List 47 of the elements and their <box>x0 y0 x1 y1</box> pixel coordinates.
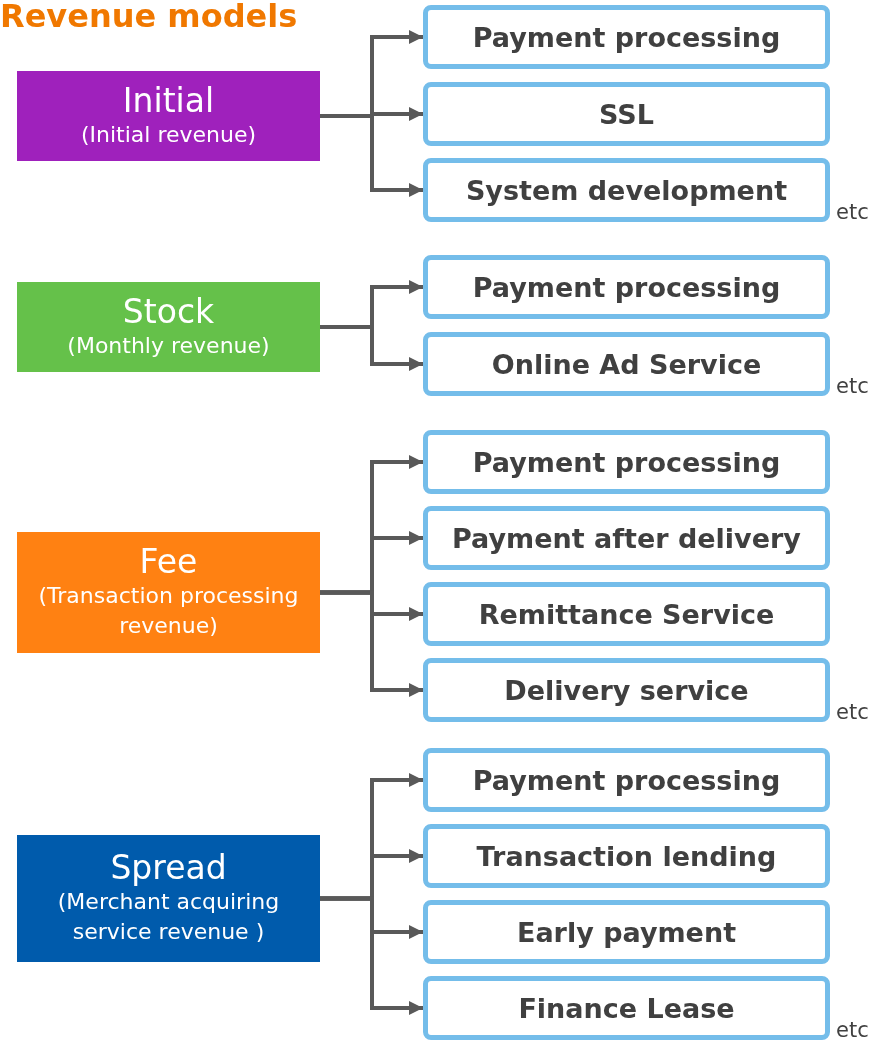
service-label: Remittance Service <box>478 598 775 630</box>
service-label: Transaction lending <box>476 840 777 872</box>
service-label: Delivery service <box>504 674 749 706</box>
service-label: SSL <box>599 98 654 130</box>
title: Revenue models <box>0 0 298 32</box>
service-box <box>423 506 830 570</box>
service-box <box>423 900 830 964</box>
service-box <box>423 332 830 396</box>
service-label: Payment processing <box>472 21 781 53</box>
category-subtitle: (Merchant acquiring service revenue ) <box>56 887 281 947</box>
service-box <box>423 5 830 69</box>
category-title: Fee <box>139 542 198 581</box>
connector-arrow <box>320 590 423 697</box>
service-box <box>423 430 830 494</box>
category-title: Spread <box>110 848 227 887</box>
service-box <box>423 158 830 222</box>
service-box <box>423 582 830 646</box>
connector-arrow <box>320 114 423 197</box>
category-subtitle: (Monthly revenue) <box>67 331 270 360</box>
service-label: Early payment <box>516 916 737 948</box>
service-box <box>423 255 830 319</box>
service-label: Payment after delivery <box>452 522 801 554</box>
category-title: Initial <box>122 81 215 120</box>
service-label: Payment processing <box>472 446 781 478</box>
service-label: System development <box>465 174 788 206</box>
service-box <box>423 748 830 812</box>
service-box <box>423 976 830 1040</box>
service-box <box>423 658 830 722</box>
category-box <box>17 282 320 372</box>
category-box <box>17 532 320 653</box>
category-box <box>17 71 320 161</box>
service-label: Finance Lease <box>518 992 735 1024</box>
service-box <box>423 82 830 146</box>
connector-arrow <box>320 896 423 1015</box>
service-label: Online Ad Service <box>491 348 762 380</box>
category-subtitle: (Transaction processing revenue) <box>37 581 300 641</box>
category-subtitle: (Initial revenue) <box>80 120 257 149</box>
note-text: etc <box>836 700 869 724</box>
note-text: etc <box>836 200 869 224</box>
category-box <box>17 835 320 962</box>
connector-arrow <box>320 325 423 371</box>
note-text: etc <box>836 1018 869 1040</box>
service-label: Payment processing <box>472 271 781 303</box>
service-box <box>423 824 830 888</box>
category-title: Stock <box>122 292 215 331</box>
service-label: Payment processing <box>472 764 781 796</box>
note-text: etc <box>836 374 869 398</box>
